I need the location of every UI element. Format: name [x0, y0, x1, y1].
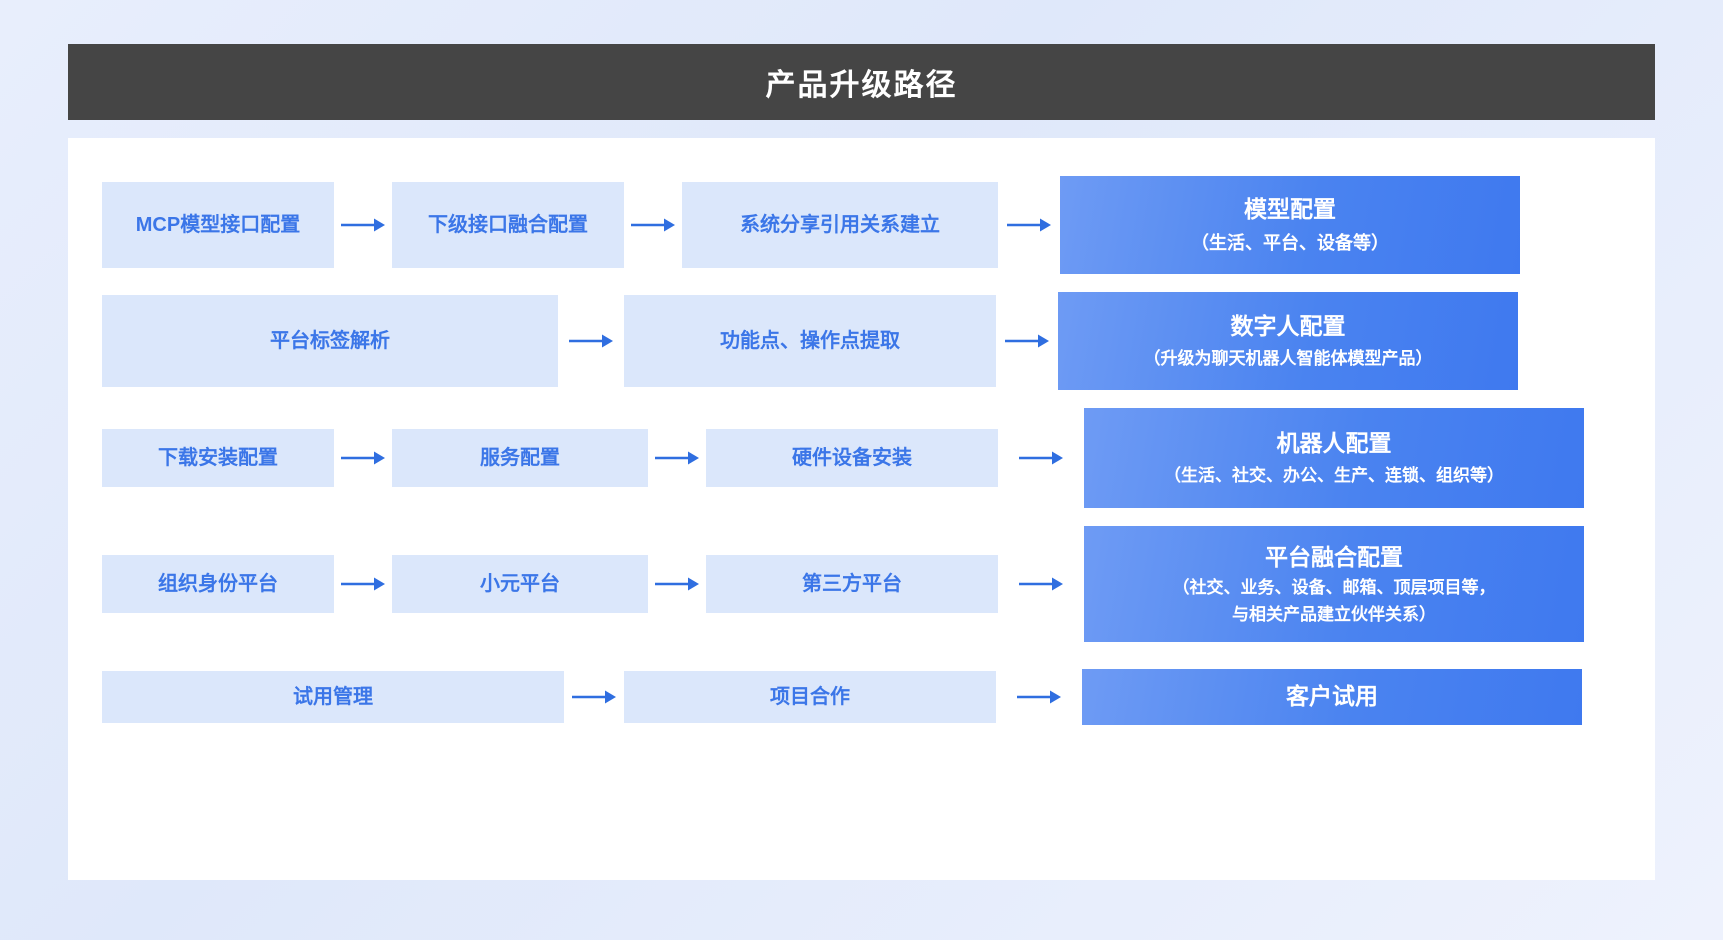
- arrow-right-icon: [564, 688, 624, 706]
- arrow-right-icon: [334, 449, 392, 467]
- step-box[interactable]: 第三方平台: [706, 555, 998, 613]
- result-subtitle: （生活、社交、办公、生产、连锁、组织等）: [1164, 466, 1504, 486]
- flow-row-digital-human-config: 平台标签解析 功能点、操作点提取 数字人配置 （升级为聊天机器人智能体模型产品）: [102, 292, 1611, 390]
- result-subtitle: （升级为聊天机器人智能体模型产品）: [1143, 349, 1433, 369]
- result-box-platform-fusion-config[interactable]: 平台融合配置 （社交、业务、设备、邮箱、顶层项目等， 与相关产品建立伙伴关系）: [1084, 526, 1584, 642]
- result-box-customer-trial[interactable]: 客户试用: [1082, 669, 1582, 725]
- result-box-model-config[interactable]: 模型配置 （生活、平台、设备等）: [1060, 176, 1520, 274]
- result-subtitle-line1: （社交、业务、设备、邮箱、顶层项目等，: [1172, 578, 1496, 598]
- step-box[interactable]: 硬件设备安装: [706, 429, 998, 487]
- arrow-right-icon: [998, 575, 1084, 593]
- step-box[interactable]: 项目合作: [624, 671, 996, 723]
- flow-row-robot-config: 下载安装配置 服务配置 硬件设备安装 机器人配置 （生活、社交、办公、生产、连锁…: [102, 408, 1611, 508]
- arrow-right-icon: [998, 216, 1060, 234]
- arrow-right-icon: [334, 216, 392, 234]
- flow-row-customer-trial: 试用管理 项目合作 客户试用: [102, 660, 1611, 734]
- result-box-robot-config[interactable]: 机器人配置 （生活、社交、办公、生产、连锁、组织等）: [1084, 408, 1584, 508]
- flow-row-platform-fusion-config: 组织身份平台 小元平台 第三方平台 平台融合配置 （社交、业务、设备、邮箱、顶层…: [102, 526, 1611, 642]
- result-title: 数字人配置: [1230, 313, 1346, 339]
- result-subtitle: （生活、平台、设备等）: [1191, 233, 1389, 254]
- flow-row-model-config: MCP模型接口配置 下级接口融合配置 系统分享引用关系建立 模型配置 （生活、平…: [102, 176, 1611, 274]
- step-box[interactable]: 试用管理: [102, 671, 564, 723]
- step-box[interactable]: 服务配置: [392, 429, 648, 487]
- arrow-right-icon: [334, 575, 392, 593]
- step-box[interactable]: 功能点、操作点提取: [624, 295, 996, 387]
- result-title: 机器人配置: [1276, 430, 1392, 456]
- arrow-right-icon: [624, 216, 682, 234]
- step-box[interactable]: 组织身份平台: [102, 555, 334, 613]
- flow-rows: MCP模型接口配置 下级接口融合配置 系统分享引用关系建立 模型配置 （生活、平…: [102, 176, 1611, 734]
- arrow-right-icon: [558, 332, 624, 350]
- result-box-digital-human-config[interactable]: 数字人配置 （升级为聊天机器人智能体模型产品）: [1058, 292, 1518, 390]
- page-title: 产品升级路径: [765, 69, 958, 102]
- step-box[interactable]: 平台标签解析: [102, 295, 558, 387]
- result-subtitle-line2: 与相关产品建立伙伴关系）: [1232, 604, 1436, 624]
- arrow-right-icon: [996, 332, 1058, 350]
- result-title: 客户试用: [1286, 683, 1378, 710]
- step-box[interactable]: 下载安装配置: [102, 429, 334, 487]
- arrow-right-icon: [648, 575, 706, 593]
- arrow-right-icon: [996, 688, 1082, 706]
- step-box[interactable]: MCP模型接口配置: [102, 182, 334, 268]
- result-title: 平台融合配置: [1265, 544, 1403, 571]
- step-box[interactable]: 系统分享引用关系建立: [682, 182, 998, 268]
- header-bar: 产品升级路径: [68, 44, 1655, 120]
- result-title: 模型配置: [1244, 196, 1336, 223]
- arrow-right-icon: [648, 449, 706, 467]
- arrow-right-icon: [998, 449, 1084, 467]
- step-box[interactable]: 小元平台: [392, 555, 648, 613]
- step-box[interactable]: 下级接口融合配置: [392, 182, 624, 268]
- diagram-panel: MCP模型接口配置 下级接口融合配置 系统分享引用关系建立 模型配置 （生活、平…: [68, 138, 1655, 880]
